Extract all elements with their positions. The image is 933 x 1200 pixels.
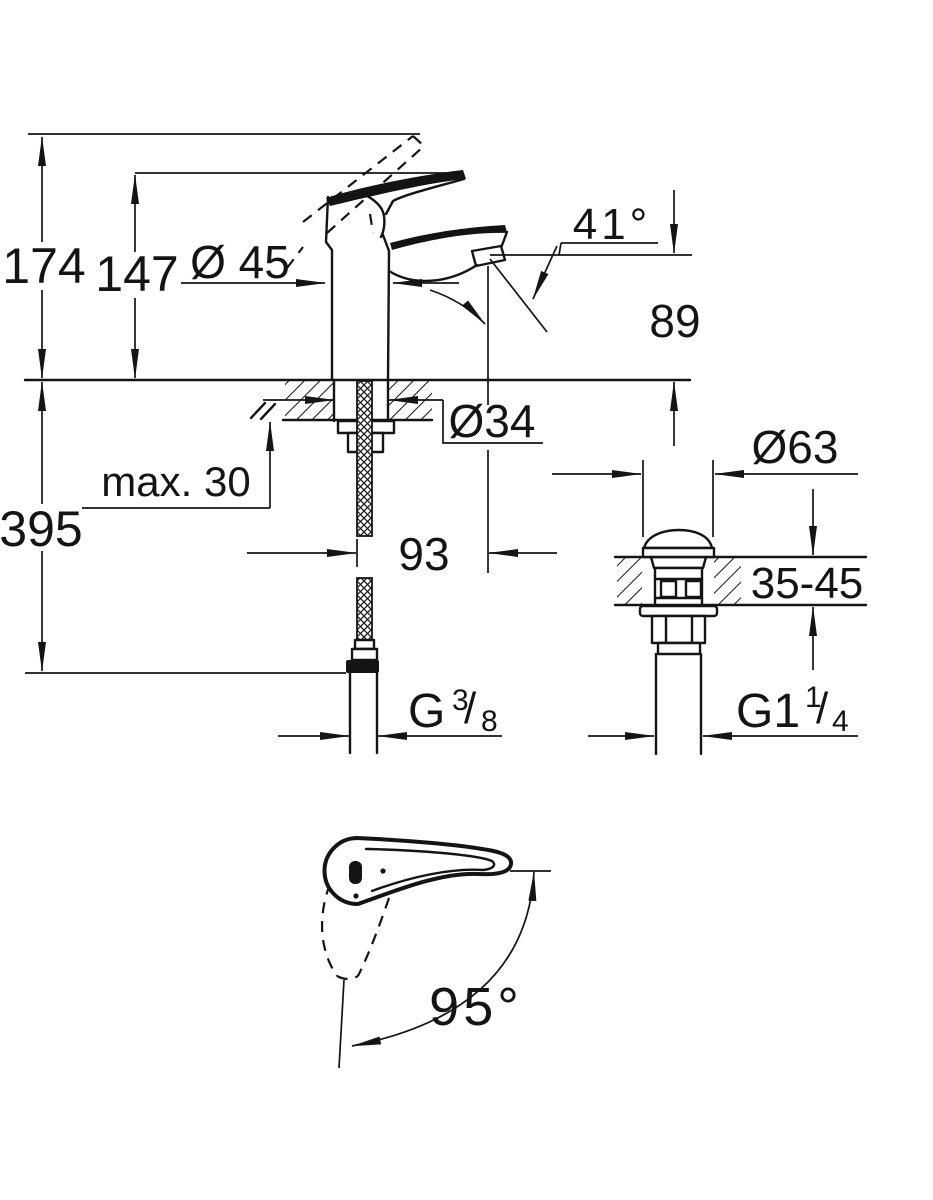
waste-step	[656, 641, 702, 656]
dim-174: 174	[2, 136, 86, 379]
dim-89: 89	[649, 190, 701, 446]
dim-label-diameter-45: Ø 45	[190, 236, 290, 288]
dim-angle-41: 41°	[429, 200, 692, 333]
dim-label-angle-41: 41°	[573, 200, 652, 249]
counter-section	[249, 378, 432, 454]
popup-waste-view	[613, 528, 868, 756]
dim-label-174: 174	[2, 238, 85, 294]
dim-93: 93	[247, 266, 557, 580]
handle-swung-dashed-left	[320, 883, 338, 977]
lever-bottom-edge	[384, 177, 466, 216]
dim-395: 395	[0, 381, 83, 672]
lever-top-edge	[326, 170, 466, 206]
spout-tip-face	[499, 230, 509, 250]
waste-window-left	[659, 579, 678, 599]
dim-label-395: 395	[0, 501, 83, 557]
hose-nut	[346, 660, 379, 673]
spray-direction-line	[489, 258, 548, 333]
handle-slot	[349, 861, 362, 884]
handle-dot-2	[353, 893, 359, 899]
spout-underside	[387, 263, 479, 283]
dim-label-diameter-34: Ø34	[449, 395, 536, 447]
dim-thread-g38: G 3 / 8	[278, 684, 502, 740]
extension-lines	[23, 133, 692, 674]
supply-hose	[346, 380, 379, 755]
hose-ferrule-1	[353, 638, 376, 651]
hose-ferrule-2	[350, 647, 379, 662]
dim-diameter-45: Ø 45	[181, 236, 459, 288]
thread-label-g38-numerator: 3	[452, 684, 469, 717]
dim-thread-g114: G1 1 / 4	[588, 681, 858, 740]
dim-max-30: max. 30	[82, 421, 274, 509]
handle-top-view	[320, 836, 514, 981]
body-left-edge	[324, 195, 334, 382]
waste-locknut	[650, 614, 707, 645]
dim-label-35-45: 35-45	[751, 559, 864, 608]
dim-label-147: 147	[95, 246, 178, 302]
waste-washer	[638, 604, 719, 618]
thread-label-g114-denominator: 4	[832, 705, 849, 738]
spout-top-edge	[390, 225, 507, 250]
thread-label-g38-slash: /	[464, 684, 477, 733]
dim-35-45: 35-45	[751, 489, 864, 670]
raised-handle-dashed-outline	[286, 135, 425, 269]
dim-diameter-34: Ø34	[263, 395, 543, 447]
braided-hose-lower	[356, 577, 373, 641]
handle-dot-1	[380, 868, 386, 874]
dim-label-diameter-63: Ø63	[752, 421, 839, 473]
dim-label-89: 89	[649, 295, 700, 347]
dim-angle-95: 95°	[338, 870, 551, 1069]
faucet-side-view	[286, 135, 509, 382]
waste-cap-dome	[642, 528, 714, 550]
braided-hose-upper	[356, 380, 373, 537]
thread-label-g114-slash: /	[816, 684, 829, 733]
waste-hatch-left	[617, 558, 642, 604]
cartridge-curve	[355, 189, 386, 239]
waste-window-right	[684, 579, 703, 599]
dim-147: 147	[95, 174, 179, 379]
aerator	[470, 244, 507, 268]
body-right-edge	[381, 233, 391, 382]
thread-label-g38-prefix: G	[408, 685, 445, 738]
thread-label-g114-numerator: 1	[805, 681, 822, 714]
handle-swung-dashed-right	[357, 897, 391, 977]
waste-cap-flange	[641, 546, 716, 559]
dim-label-angle-95: 95°	[429, 977, 523, 1037]
thread-label-g38-denominator: 8	[481, 705, 498, 738]
thread-label-g114-prefix: G1	[736, 685, 800, 738]
dim-label-max-30: max. 30	[101, 458, 250, 505]
dim-diameter-63: Ø63	[552, 421, 858, 537]
dim-label-93: 93	[398, 528, 449, 580]
hatch-ticks	[249, 401, 277, 421]
waste-hatch-right	[714, 558, 741, 604]
handle-swung-dashed-tip	[336, 975, 359, 981]
waste-neck	[649, 555, 708, 570]
